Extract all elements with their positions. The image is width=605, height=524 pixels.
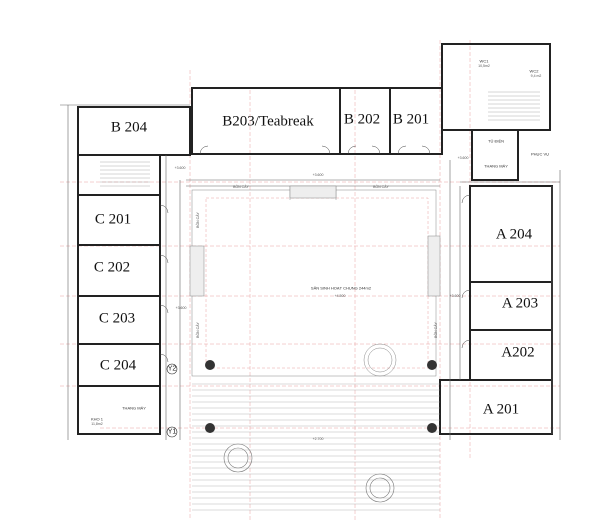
column: [427, 423, 437, 433]
column: [205, 423, 215, 433]
level-bottom: +2.700: [312, 437, 324, 441]
label-san-sinh-hoat: SÂN SINH HOẠT CHUNG 244m2: [310, 285, 372, 291]
axis-label-y2: Y2: [167, 365, 177, 373]
axis-marker-y2: [166, 363, 178, 375]
label-wc2: WC2: [529, 68, 539, 74]
label-kho: KHO 1: [90, 416, 104, 422]
label-wc1: WC1: [479, 58, 489, 64]
planter-top-right: BỒN CÂY: [373, 185, 389, 189]
planter-top-left: BỒN CÂY: [233, 185, 249, 189]
level-d: +3.600: [449, 294, 461, 298]
room-a203: A 203: [501, 295, 539, 312]
label-wc1-area: 10,5m2: [478, 64, 490, 68]
planter-right-lower: BỒN CÂY: [434, 322, 438, 338]
planter-left-upper: BỒN CÂY: [196, 212, 200, 228]
courtyard: [189, 185, 441, 377]
room-c202: C 202: [93, 259, 131, 276]
label-wc2-area: 9,4 m2: [530, 74, 542, 78]
room-c204: C 204: [99, 357, 137, 374]
label-tu-dien: TỦ ĐIỆN: [488, 138, 504, 144]
room-b201: B 201: [392, 111, 430, 128]
grid-lines: [60, 40, 560, 520]
room-c203: C 203: [98, 310, 136, 327]
room-a202: A202: [501, 344, 535, 361]
terrace-lines: [192, 383, 440, 511]
column: [427, 360, 437, 370]
axis-marker-y1: [166, 426, 178, 438]
walls: [77, 43, 553, 435]
column: [205, 360, 215, 370]
room-b204: B 204: [110, 119, 148, 136]
label-kho-area: 11,8m2: [91, 422, 103, 426]
room-b203: B203/Teabreak: [222, 113, 314, 130]
columns: [205, 360, 437, 433]
terrace-circles: [223, 443, 395, 503]
level-e: +3.600: [175, 306, 187, 310]
planter-left-lower: BỒN CÂY: [196, 322, 200, 338]
room-a201: A 201: [482, 401, 520, 418]
label-thang-may-right: THANG MÁY: [484, 163, 508, 169]
level-a: +3.600: [312, 173, 324, 177]
inner-lines: [60, 104, 561, 440]
level-c: +3.600: [457, 156, 469, 160]
stair-hatch: [100, 91, 540, 187]
label-thang-may-left: THANG MÁY: [122, 405, 146, 411]
axis-label-y1: Y1: [167, 428, 177, 436]
level-center: +4.500: [334, 294, 346, 298]
level-b: +3.600: [174, 166, 186, 170]
label-phuc-vu: PHỤC VỤ: [530, 151, 550, 157]
doors: [159, 145, 471, 363]
room-c201: C 201: [94, 211, 132, 228]
room-a204: A 204: [495, 226, 533, 243]
room-b202: B 202: [343, 111, 381, 128]
axis-markers: [166, 363, 178, 438]
